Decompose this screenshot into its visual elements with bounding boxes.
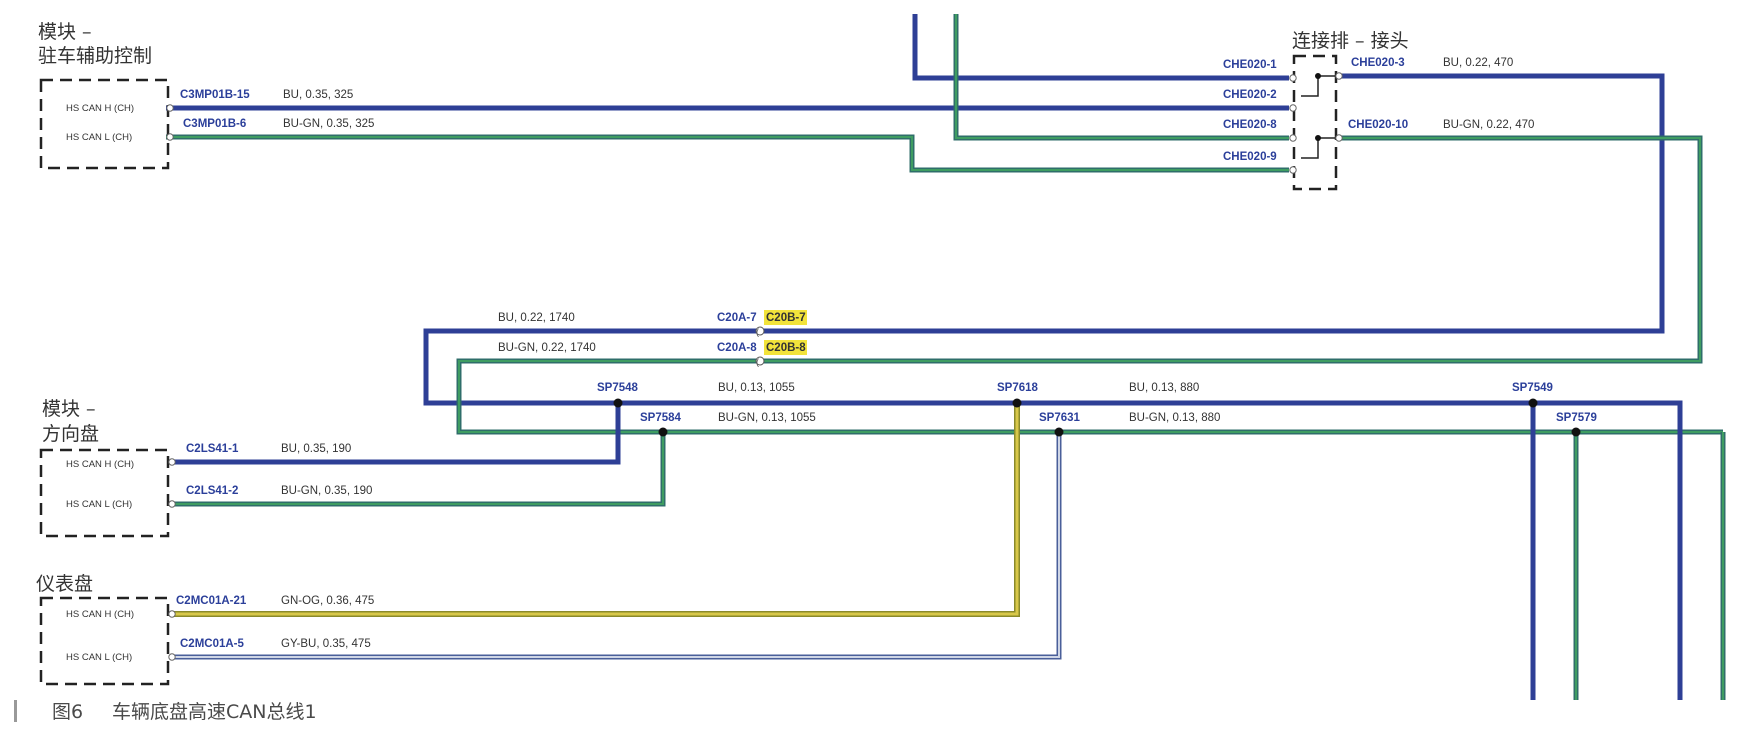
wire-label-che-h: BU, 0.22, 470 xyxy=(1443,57,1513,69)
label-c2ls41-2: C2LS41-2 xyxy=(186,485,238,497)
wire-label-sp7631-l: BU-GN, 0.13, 880 xyxy=(1129,412,1220,424)
wire-cluster-h xyxy=(170,403,1020,617)
label-sp7549: SP7549 xyxy=(1512,382,1553,394)
label-che020-8: CHE020-8 xyxy=(1223,119,1277,131)
splice-dot-sp7584 xyxy=(658,427,668,437)
wires xyxy=(166,14,1726,700)
label-che020-1: CHE020-1 xyxy=(1223,59,1277,71)
label-che020-2: CHE020-2 xyxy=(1223,89,1277,101)
wire-label-park-l: BU-GN, 0.35, 325 xyxy=(283,118,374,130)
wire-labels: BU, 0.35, 325 BU-GN, 0.35, 325 BU, 0.22,… xyxy=(281,57,1534,650)
wire-c20-h xyxy=(423,328,1533,406)
wire-steer-l xyxy=(170,432,666,507)
wire-label-c20-h: BU, 0.22, 1740 xyxy=(498,312,575,324)
wire-label-steer-l: BU-GN, 0.35, 190 xyxy=(281,485,372,497)
pin-cluster-l: HS CAN L (CH) xyxy=(66,652,132,663)
pin-park-l: HS CAN L (CH) xyxy=(66,132,132,143)
label-che020-10: CHE020-10 xyxy=(1348,119,1408,131)
wire-che-h xyxy=(758,73,1665,334)
label-c20a-8: C20A-8 xyxy=(717,342,757,354)
module-cluster: 仪表盘 HS CAN H (CH) HS CAN L (CH) xyxy=(36,573,176,686)
label-c20b-8: C20B-8 xyxy=(766,342,806,354)
label-sp7584: SP7584 xyxy=(640,412,682,424)
pin-cluster-h: HS CAN H (CH) xyxy=(66,609,134,620)
label-sp7631: SP7631 xyxy=(1039,412,1081,424)
label-c2ls41-1: C2LS41-1 xyxy=(186,443,239,455)
label-sp7618: SP7618 xyxy=(997,382,1039,394)
wire-steer-h xyxy=(170,403,621,465)
wire-cluster-l xyxy=(170,432,1062,660)
wire-label-sp7618-h: BU, 0.13, 880 xyxy=(1129,382,1199,394)
wire-label-cluster-l: GY-BU, 0.35, 475 xyxy=(281,638,371,650)
module-steering: 模块 – 方向盘 HS CAN H (CH) HS CAN L (CH) xyxy=(39,398,176,538)
busbar-title: 连接排 – 接头 xyxy=(1292,30,1409,52)
svg-text:(: ( xyxy=(756,357,759,367)
wire-label-cluster-h: GN-OG, 0.36, 475 xyxy=(281,595,374,607)
wire-park-l xyxy=(166,134,1289,173)
label-sp7579: SP7579 xyxy=(1556,412,1597,424)
figure-caption: 图6 车辆底盘高速CAN总线1 xyxy=(14,700,317,723)
label-c20b-7: C20B-7 xyxy=(766,312,806,324)
splice-dot-sp7618 xyxy=(1012,398,1022,408)
module-parking-title-2: 驻车辅助控制 xyxy=(38,45,152,67)
svg-text:(: ( xyxy=(756,327,759,337)
splice-labels: SP7548 SP7584 SP7618 SP7631 SP7549 SP757… xyxy=(597,382,1597,424)
label-sp7548: SP7548 xyxy=(597,382,639,394)
label-c2mc01a-21: C2MC01A-21 xyxy=(176,595,247,607)
inline-connector-c20: ( ( xyxy=(755,326,765,367)
caption-fig-number: 图6 xyxy=(52,701,83,723)
label-che020-9: CHE020-9 xyxy=(1223,151,1277,163)
splice-dot-sp7579 xyxy=(1571,427,1581,437)
module-cluster-title: 仪表盘 xyxy=(36,573,93,595)
splice-dot-sp7548 xyxy=(613,398,623,408)
module-parking-title-1: 模块 – xyxy=(38,21,92,43)
label-che020-3: CHE020-3 xyxy=(1351,57,1405,69)
wire-label-steer-h: BU, 0.35, 190 xyxy=(281,443,351,455)
module-steering-title-2: 方向盘 xyxy=(42,423,99,445)
wire-label-c20-l: BU-GN, 0.22, 1740 xyxy=(498,342,596,354)
wire-che-l xyxy=(758,135,1703,364)
wire-label-sp7548-h: BU, 0.13, 1055 xyxy=(718,382,795,394)
label-c3mp01b-15: C3MP01B-15 xyxy=(180,89,250,101)
module-parking: 模块 – 驻车辅助控制 HS CAN H (CH) HS CAN L (CH) xyxy=(38,21,174,170)
wire-top-blue xyxy=(912,14,1289,81)
pin-steer-h: HS CAN H (CH) xyxy=(66,459,134,470)
pin-park-h: HS CAN H (CH) xyxy=(66,103,134,114)
splice-dot-sp7631 xyxy=(1054,427,1064,437)
label-c20a-7: C20A-7 xyxy=(717,312,757,324)
label-c2mc01a-5: C2MC01A-5 xyxy=(180,638,245,650)
wire-label-park-h: BU, 0.35, 325 xyxy=(283,89,353,101)
module-busbar: 连接排 – 接头 xyxy=(1289,30,1409,191)
module-steering-title-1: 模块 – xyxy=(42,398,96,420)
wire-label-che-l: BU-GN, 0.22, 470 xyxy=(1443,119,1534,131)
label-c3mp01b-6: C3MP01B-6 xyxy=(183,118,246,130)
pin-steer-l: HS CAN L (CH) xyxy=(66,499,132,510)
caption-text: 车辆底盘高速CAN总线1 xyxy=(112,701,317,723)
wire-c20-l xyxy=(456,358,1723,435)
connector-labels: C3MP01B-15 C3MP01B-6 CHE020-1 CHE020-2 C… xyxy=(176,57,1408,650)
wire-label-sp7584-l: BU-GN, 0.13, 1055 xyxy=(718,412,816,424)
wire-bus-h-right xyxy=(1533,400,1683,700)
wire-top-green xyxy=(953,14,1289,141)
splice-dots xyxy=(613,398,1581,437)
splice-dot-sp7549 xyxy=(1528,398,1538,408)
